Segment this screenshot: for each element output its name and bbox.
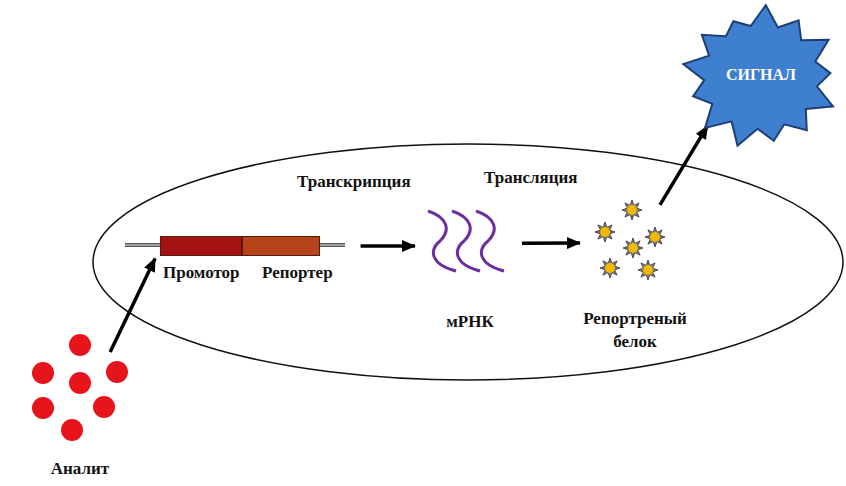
node-label: мРНК: [420, 311, 520, 334]
protein-spikes: [622, 200, 642, 220]
mrna-strand: [428, 211, 456, 271]
mrna-figure: [420, 205, 520, 277]
protein-core: [605, 263, 615, 273]
process-arrow: [361, 244, 415, 248]
analyte-molecule: [93, 396, 115, 418]
protein-core: [650, 232, 660, 242]
reporter-protein: Репортреный белок: [580, 198, 690, 283]
analyte-molecule: [61, 419, 83, 441]
analyte-molecule: [32, 362, 54, 384]
cell-outline: [93, 144, 843, 380]
node-label: Репортреный белок: [560, 308, 710, 354]
protein-spikes: [623, 238, 643, 258]
promoter-segment: Промотор: [160, 236, 242, 256]
analyte-figure: [28, 328, 132, 448]
protein-spikes: [645, 227, 665, 247]
mrna-strand: [452, 211, 480, 271]
protein-core: [628, 243, 638, 253]
process-arrow: [660, 126, 708, 205]
signal-burst: [683, 5, 833, 146]
analyte: Аналит: [28, 328, 132, 448]
protein-core: [627, 205, 637, 215]
node-label: Промотор: [163, 262, 240, 285]
reporter-segment: Репортер: [242, 236, 320, 256]
analyte-molecule: [106, 361, 128, 383]
protein-core: [643, 265, 653, 275]
mrna-strand: [476, 211, 504, 271]
protein-spikes: [638, 260, 658, 280]
node-label: Репортер: [262, 262, 333, 285]
node-label: Аналит: [28, 458, 132, 481]
analyte-molecule: [69, 372, 91, 394]
protein-core: [600, 227, 610, 237]
reporter-protein-figure: [580, 198, 690, 283]
gene-block: [242, 236, 320, 256]
process-arrow: [110, 258, 155, 352]
analyte-molecule: [32, 397, 54, 419]
signal-burst: СИГНАЛ: [680, 3, 842, 151]
protein-spikes: [600, 258, 620, 278]
process-arrow: [522, 241, 580, 245]
node-label: СИГНАЛ: [726, 64, 796, 86]
mrna: мРНК: [420, 205, 520, 277]
process-label: Транскрипция: [297, 172, 411, 192]
process-label: Трансляция: [484, 168, 578, 188]
analyte-molecule: [69, 334, 91, 356]
gene-block: [160, 236, 242, 256]
protein-spikes: [595, 222, 615, 242]
